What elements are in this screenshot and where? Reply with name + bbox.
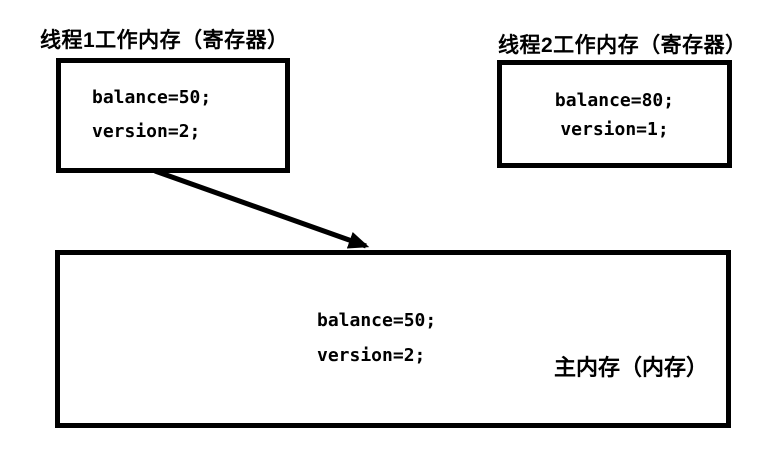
thread1-balance-value: balance=50; — [92, 87, 212, 108]
thread2-title: 线程2工作内存（寄存器） — [498, 34, 747, 57]
main-memory-label: 主内存（内存） — [554, 355, 709, 380]
main-memory-balance-value: balance=50; — [317, 310, 437, 331]
main-memory-version-value: version=2; — [317, 345, 426, 366]
thread2-working-memory-box: balance=80; version=1; — [497, 60, 732, 168]
thread1-title: 线程1工作内存（寄存器） — [40, 29, 289, 52]
thread2-balance-value: balance=80; — [554, 90, 675, 111]
thread2-version-value: version=1; — [560, 119, 669, 140]
main-memory-box: balance=50; version=2; 主内存（内存） — [55, 250, 731, 428]
thread1-version-value: version=2; — [92, 121, 201, 142]
thread1-working-memory-box: balance=50; version=2; — [56, 58, 290, 173]
